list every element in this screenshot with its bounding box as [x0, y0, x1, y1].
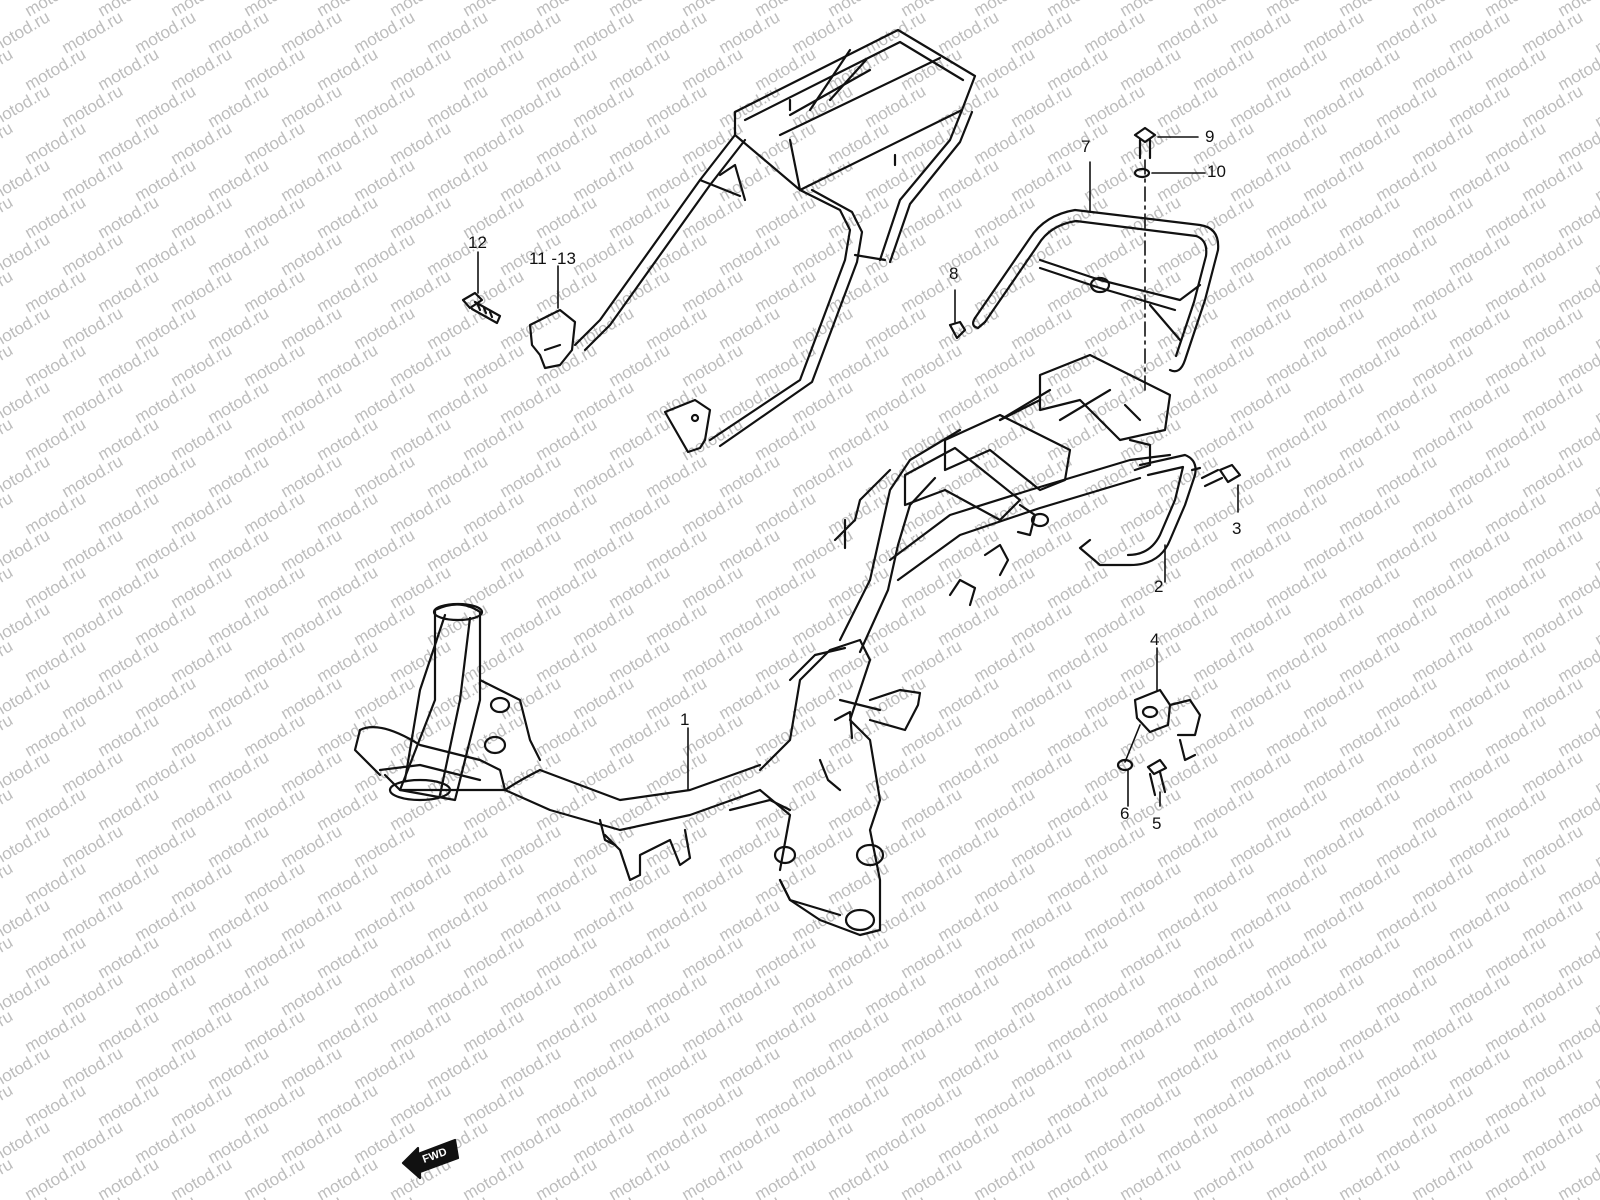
- callout-5: 5: [1152, 814, 1162, 833]
- callout-4: 4: [1150, 630, 1160, 649]
- washer-10: [1133, 167, 1151, 179]
- main-frame: [353, 353, 1172, 937]
- callout-12: 12: [468, 233, 487, 252]
- bracket-2: [1078, 453, 1202, 567]
- bolt-9: [1133, 126, 1157, 160]
- callout-1: 1: [680, 710, 690, 729]
- leader-lines: [477, 136, 1239, 807]
- lock-4: [1133, 688, 1202, 762]
- callout-2: 2: [1154, 577, 1164, 596]
- bolt-3: [1200, 463, 1242, 488]
- rear-carrier: [528, 28, 977, 454]
- fwd-badge: FWD: [401, 1138, 460, 1180]
- callout-3: 3: [1232, 519, 1242, 538]
- callout-11-13: 11 -13: [529, 249, 576, 268]
- callout-6: 6: [1120, 804, 1130, 823]
- callout-9: 9: [1205, 127, 1215, 146]
- clip-8: [948, 320, 967, 340]
- bolt-5: [1146, 758, 1168, 797]
- callout-10: 10: [1207, 162, 1226, 181]
- bolt-12: [461, 291, 502, 325]
- callout-7: 7: [1081, 137, 1091, 156]
- grab-rail: [971, 208, 1220, 373]
- callout-8: 8: [949, 264, 959, 283]
